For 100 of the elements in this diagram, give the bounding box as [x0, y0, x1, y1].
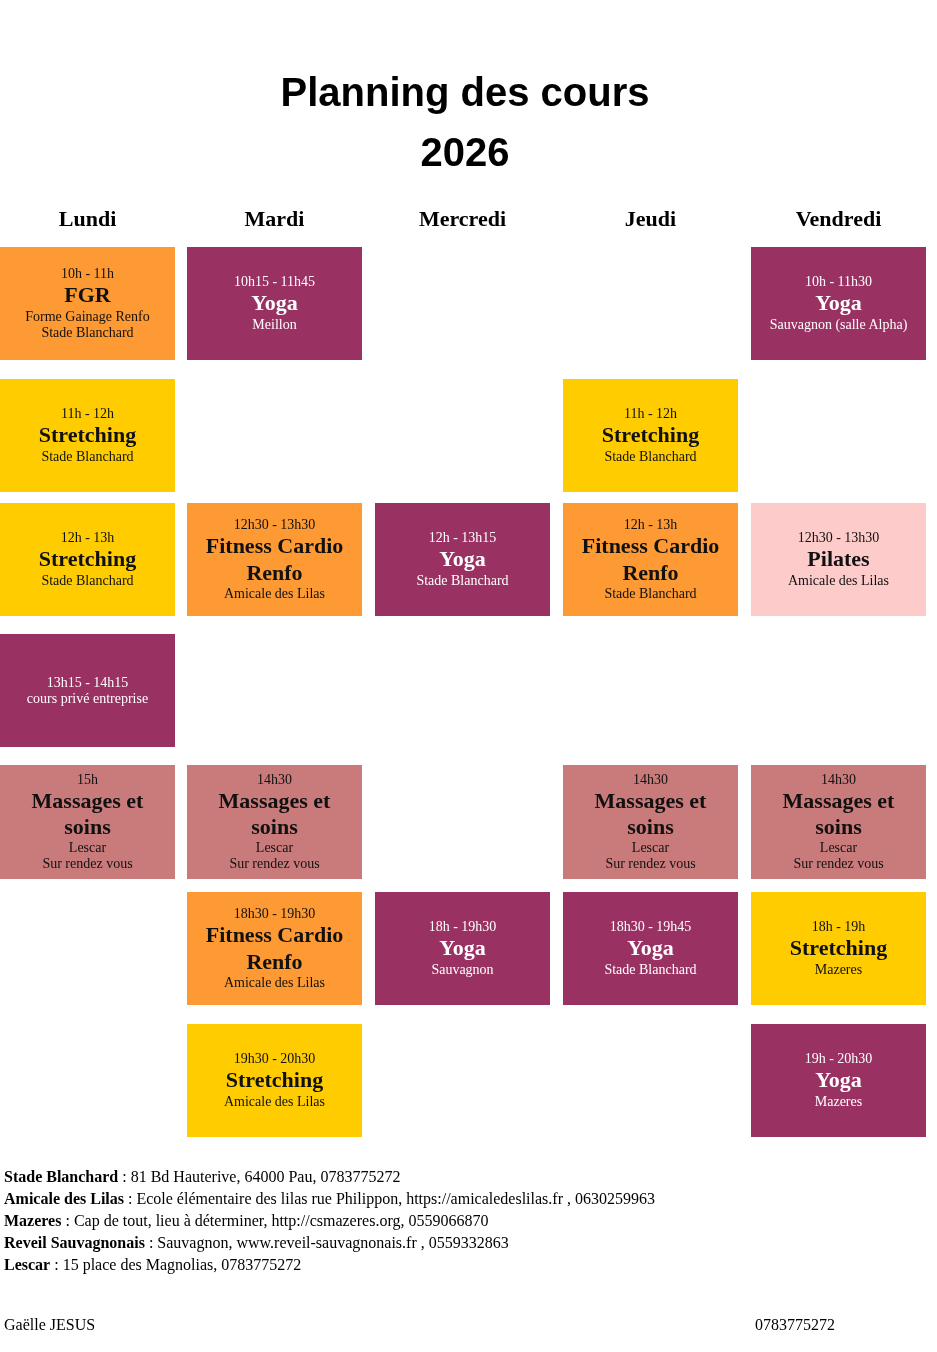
address-line: Stade Blanchard : 81 Bd Hauterive, 64000 Pau, 0783775272	[4, 1168, 401, 1186]
place-text: Amicale des Lilas	[787, 572, 890, 589]
class-title: Stretching	[225, 1067, 324, 1094]
time-text: 10h - 11h30	[804, 274, 873, 291]
class-title: Yoga	[815, 1067, 862, 1094]
place-text: Sauvagnon	[431, 961, 494, 978]
time-text: 18h30 - 19h30	[233, 906, 316, 923]
place-text: Amicale des Lilas	[223, 585, 326, 602]
phone-number: 0783775272	[755, 1316, 835, 1334]
class-card	[563, 379, 738, 492]
time-text: 18h - 19h	[811, 919, 866, 936]
day-header: Lundi	[57, 206, 118, 232]
place-text: Stade Blanchard	[41, 572, 134, 589]
class-card	[751, 503, 926, 616]
class-title: Yoga	[439, 546, 486, 573]
author-name: Gaëlle JESUS	[4, 1316, 96, 1334]
note-text: Sur rendez vous	[229, 856, 320, 873]
note-text: Sur rendez vous	[42, 856, 133, 873]
time-text: 11h - 12h	[60, 406, 115, 423]
class-title: Yoga	[439, 935, 486, 962]
place-text: Mazeres	[814, 961, 863, 978]
address-line: Lescar : 15 place des Magnolias, 0783775272	[4, 1256, 302, 1274]
place-text: Stade Blanchard	[41, 448, 134, 465]
place-text: Sauvagnon (salle Alpha)	[769, 316, 908, 333]
class-title: Stretching	[789, 935, 888, 962]
class-title: Massages et soins	[781, 787, 896, 841]
time-text: 14h30	[257, 771, 292, 788]
class-card	[751, 765, 926, 879]
address-line: Reveil Sauvagnonais : Sauvagnon, www.reveil-sauvagnonais.fr , 0559332863	[4, 1234, 509, 1252]
place-text: Forme Gainage Renfo	[25, 308, 150, 325]
place-text: Lescar	[68, 840, 107, 857]
class-card	[751, 247, 926, 360]
time-text: 12h30 - 13h30	[233, 517, 316, 534]
address-line: Mazeres : Cap de tout, lieu à déterminer, http://csmazeres.org, 0559066870	[4, 1212, 489, 1230]
time-text: 14h30	[633, 771, 668, 788]
time-text: 10h - 11h	[60, 266, 115, 283]
place-text: Stade Blanchard	[416, 572, 509, 589]
place-text: Stade Blanchard	[604, 585, 697, 602]
day-header: Mercredi	[417, 206, 508, 232]
class-title: Fitness Cardio Renfo	[204, 533, 345, 586]
note-text: Stade Blanchard	[41, 324, 134, 341]
place-text: Lescar	[631, 840, 670, 857]
time-text: 19h30 - 20h30	[233, 1051, 316, 1068]
time-text: 14h30	[821, 771, 856, 788]
class-card	[751, 1024, 926, 1137]
address-line: Amicale des Lilas : Ecole élémentaire des lilas rue Philippon, https://amicaledeslilas.fr , 0630259963	[4, 1190, 655, 1208]
class-card	[751, 892, 926, 1005]
time-text: 12h - 13h	[623, 517, 678, 534]
place-text: Stade Blanchard	[604, 448, 697, 465]
time-text: 12h30 - 13h30	[797, 530, 880, 547]
class-card	[187, 247, 362, 360]
place-text: Stade Blanchard	[604, 961, 697, 978]
class-title: Stretching	[38, 422, 137, 449]
class-card	[563, 765, 738, 879]
day-header: Mardi	[243, 206, 306, 232]
class-card	[187, 765, 362, 879]
class-title: Massages et soins	[30, 787, 145, 841]
class-title: Massages et soins	[593, 787, 708, 841]
time-text: 18h30 - 19h45	[609, 919, 692, 936]
class-card	[187, 1024, 362, 1137]
class-card	[563, 892, 738, 1005]
class-card	[0, 247, 175, 360]
place-text: Mazeres	[814, 1093, 863, 1110]
class-title: Fitness Cardio Renfo	[580, 533, 721, 586]
class-card	[187, 892, 362, 1005]
place-text: Lescar	[255, 840, 294, 857]
class-title: Pilates	[807, 546, 870, 573]
class-card	[0, 379, 175, 492]
note-text: cours privé entreprise	[26, 690, 149, 707]
time-text: 12h - 13h15	[428, 530, 497, 547]
day-header: Jeudi	[623, 206, 678, 232]
class-title: FGR	[64, 282, 111, 309]
place-text: Amicale des Lilas	[223, 1093, 326, 1110]
time-text: 18h - 19h30	[428, 919, 497, 936]
class-card	[0, 634, 175, 747]
class-card	[563, 503, 738, 616]
class-title: Stretching	[601, 422, 700, 449]
class-card	[375, 892, 550, 1005]
time-text: 19h - 20h30	[804, 1051, 873, 1068]
place-text: Amicale des Lilas	[223, 974, 326, 991]
class-card	[375, 503, 550, 616]
class-card	[187, 503, 362, 616]
class-title: Yoga	[251, 290, 298, 317]
place-text: Lescar	[819, 840, 858, 857]
page-title: Planning des cours 2026	[280, 69, 650, 176]
time-text: 12h - 13h	[60, 530, 115, 547]
day-header: Vendredi	[794, 206, 883, 232]
time-text: 11h - 12h	[623, 406, 678, 423]
class-title: Massages et soins	[217, 787, 332, 841]
class-title: Yoga	[627, 935, 674, 962]
place-text: Meillon	[252, 316, 297, 333]
class-title: Yoga	[815, 290, 862, 317]
note-text: Sur rendez vous	[605, 856, 696, 873]
class-card	[0, 503, 175, 616]
time-text: 15h	[77, 771, 98, 788]
class-title: Fitness Cardio Renfo	[204, 922, 345, 975]
time-text: 10h15 - 11h45	[233, 274, 316, 291]
time-text: 13h15 - 14h15	[46, 674, 129, 691]
class-card	[0, 765, 175, 879]
note-text: Sur rendez vous	[793, 856, 884, 873]
